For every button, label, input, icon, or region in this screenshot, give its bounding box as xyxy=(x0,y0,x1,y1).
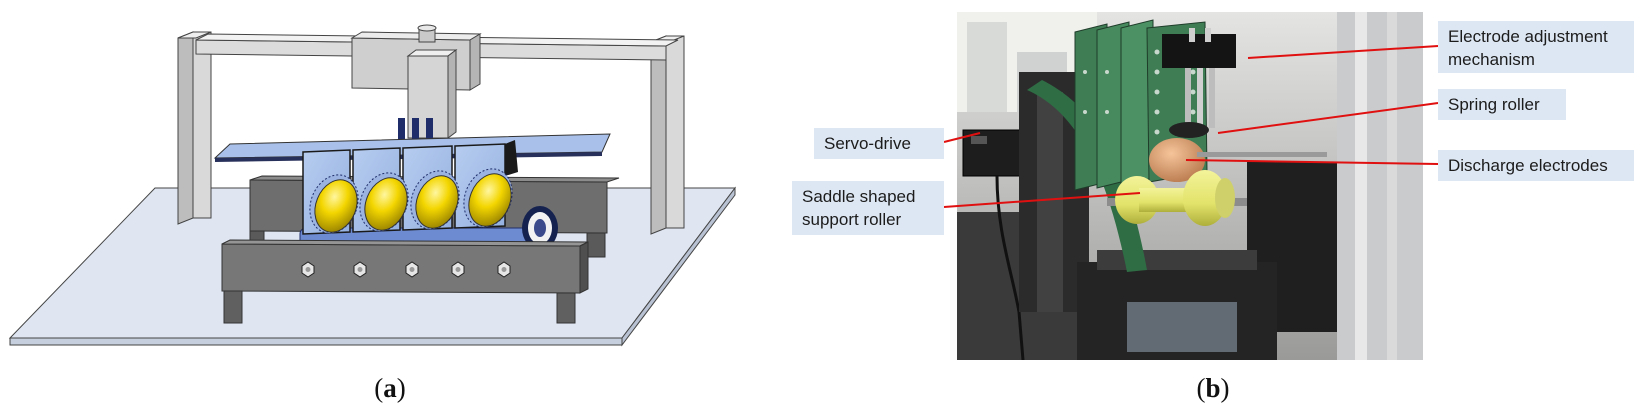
callout-spring-roller: Spring roller xyxy=(1438,89,1566,120)
electrode-adjustment-block xyxy=(1162,28,1236,128)
callout-text-line: Discharge electrodes xyxy=(1448,156,1608,175)
callout-electrode-adjustment: Electrode adjustment mechanism xyxy=(1438,21,1634,73)
caption-panel-b: (b) xyxy=(1196,373,1230,403)
callout-text-line: mechanism xyxy=(1448,50,1535,69)
gantry-frame xyxy=(177,24,685,235)
callout-servo-drive: Servo-drive xyxy=(814,128,944,159)
eggs xyxy=(309,168,513,234)
egg xyxy=(309,174,359,234)
hex-bolt xyxy=(497,261,511,278)
hex-bolts xyxy=(301,261,511,278)
callout-text-line: Spring roller xyxy=(1448,95,1540,114)
egg xyxy=(1149,138,1205,182)
front-rail xyxy=(221,239,589,324)
hex-bolt xyxy=(405,261,419,278)
egg xyxy=(410,170,460,230)
callout-text-line: Saddle shaped xyxy=(802,187,916,206)
egg xyxy=(463,168,513,228)
caption-letter: b xyxy=(1205,373,1221,403)
hex-bolt xyxy=(353,261,367,278)
callout-discharge-electrodes: Discharge electrodes xyxy=(1438,150,1634,181)
hex-bolt xyxy=(451,261,465,278)
schematic-illustration xyxy=(8,24,737,347)
caption-panel-a: (a) xyxy=(374,373,406,403)
callout-text-line: Servo-drive xyxy=(824,134,911,153)
callout-text-line: Electrode adjustment xyxy=(1448,27,1608,46)
hex-bolt xyxy=(301,261,315,278)
caption-letter: a xyxy=(383,373,397,403)
callout-text-line: support roller xyxy=(802,210,902,229)
photo-illustration xyxy=(957,12,1423,360)
egg xyxy=(359,172,409,232)
callout-saddle-roller: Saddle shaped support roller xyxy=(792,181,944,235)
